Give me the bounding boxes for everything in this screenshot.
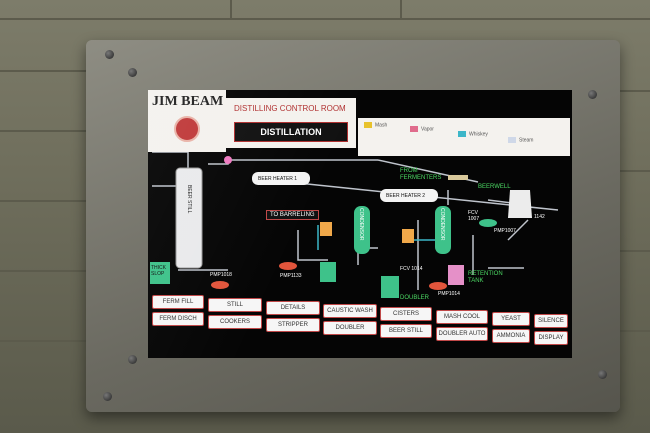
pmp1018-label: PMP1018 — [210, 272, 232, 278]
wall-mortar — [0, 18, 650, 20]
pmp1007-label: PMP1007 — [494, 228, 516, 234]
screen-title: DISTILLATION — [234, 122, 348, 142]
bezel-bolt — [128, 68, 137, 77]
wall-mortar — [400, 0, 402, 18]
nav-yeast-button[interactable]: YEAST — [492, 312, 530, 326]
brand-name: JIM BEAM — [152, 94, 224, 109]
legend-swatch — [508, 137, 516, 143]
wall-mortar — [0, 70, 90, 72]
bezel-bolt — [588, 90, 597, 99]
nav-details-button[interactable]: DETAILS — [266, 301, 320, 315]
fermenter-feed — [448, 175, 468, 180]
nav-mash-cool-button[interactable]: MASH COOL — [436, 310, 488, 324]
from-fermenters-label: FROM FERMENTERS — [400, 168, 442, 181]
retention-tank-shape — [448, 265, 464, 285]
wall-mortar — [0, 270, 88, 272]
wall-mortar — [230, 0, 232, 18]
lt1142-label: 1142 — [534, 214, 545, 220]
legend: Mash Vapor Whiskey Steam — [358, 118, 570, 156]
nav-ferm-fill-button[interactable]: FERM FILL — [152, 295, 204, 309]
nav-silence-button[interactable]: SILENCE — [534, 314, 568, 328]
wall-mortar — [600, 250, 650, 252]
fcv1007-label: FCV 1007 — [468, 210, 480, 222]
nav-doubler-auto-button[interactable]: DOUBLER AUTO — [436, 327, 488, 341]
pipe — [507, 219, 529, 241]
legend-item-whiskey: Whiskey — [458, 131, 488, 137]
bezel-bolt — [598, 370, 607, 379]
pipe — [297, 230, 328, 261]
bezel-bolt — [128, 355, 137, 364]
condensor-2-shell — [435, 206, 451, 254]
nav-still-button[interactable]: STILL — [208, 298, 262, 312]
pump-pmp1007 — [479, 219, 497, 227]
bezel-bolt — [103, 392, 112, 401]
hmi-screen: JIM BEAM DISTILLING CONTROL ROOM DISTILL… — [148, 90, 572, 358]
pump-pmp1014 — [429, 282, 447, 290]
nav-cisters-button[interactable]: CISTERS — [380, 307, 432, 321]
brand-seal — [174, 116, 200, 142]
pmp1014-label: PMP1014 — [438, 291, 460, 297]
vapor-node — [224, 156, 232, 164]
beer-still-label: BEER STILL — [186, 185, 192, 214]
tank-green-1 — [320, 262, 336, 282]
beer-still-column — [175, 167, 203, 269]
beer-heater-1-shell — [252, 172, 310, 185]
receiver-2 — [402, 229, 414, 243]
legend-label: Mash — [375, 122, 388, 129]
pmp1133-label: PMP1133 — [280, 273, 302, 279]
wall-mortar — [600, 330, 650, 332]
pump-pmp1133 — [279, 262, 297, 270]
pipe — [152, 151, 189, 170]
brand-logo: JIM BEAM — [148, 90, 226, 152]
legend-label: Steam — [519, 137, 534, 144]
legend-item-mash: Mash — [364, 122, 387, 128]
doubler-label: DOUBLER — [400, 295, 430, 301]
room-title: DISTILLING CONTROL ROOM — [234, 104, 346, 113]
wall-mortar — [0, 200, 88, 202]
legend-swatch — [364, 122, 372, 128]
wall-mortar — [0, 340, 88, 342]
legend-swatch — [458, 131, 466, 137]
bezel-bolt — [105, 50, 114, 59]
wall-mortar — [600, 90, 650, 92]
nav-display-button[interactable]: DISPLAY — [534, 331, 568, 345]
beer-heater-2-shell — [380, 189, 438, 202]
pipe — [208, 159, 378, 165]
nav-cookers-button[interactable]: COOKERS — [208, 315, 262, 329]
nav-beer-still-button[interactable]: BEER STILL — [380, 324, 432, 338]
thick-slop-label: THICK SLOP — [151, 265, 166, 277]
legend-item-vapor: Vapor — [410, 126, 434, 132]
beer-heater-1-label: BEER HEATER 1 — [258, 176, 298, 182]
title-panel: DISTILLING CONTROL ROOM DISTILLATION — [226, 98, 356, 148]
legend-item-steam: Steam — [508, 137, 533, 143]
nav-caustic-wash-button[interactable]: CAUSTIC WASH — [323, 304, 377, 318]
wall-mortar — [600, 170, 650, 172]
legend-label: Whiskey — [469, 131, 488, 138]
nav-stripper-button[interactable]: STRIPPER — [266, 318, 320, 332]
receiver-1 — [320, 222, 332, 236]
retention-tank-label: RETENTION TANK — [468, 271, 503, 284]
condensor-1-label: CONDENSOR — [358, 208, 364, 241]
doubler-tank — [381, 276, 399, 298]
wall-mortar — [0, 130, 88, 132]
condensor-1-shell — [354, 206, 370, 254]
nav-ammonia-button[interactable]: AMMONIA — [492, 329, 530, 343]
nav-ferm-disch-button[interactable]: FERM DISCH — [152, 312, 204, 326]
legend-label: Vapor — [421, 126, 434, 133]
condensor-2-label: CONDENSOR — [439, 208, 445, 241]
process-diagram — [150, 151, 559, 298]
beerwell-tank — [508, 190, 532, 218]
nav-doubler-button[interactable]: DOUBLER — [323, 321, 377, 335]
to-barreling-label: TO BARRELING — [266, 210, 319, 220]
beer-heater-2-label: BEER HEATER 2 — [386, 193, 426, 199]
legend-swatch — [410, 126, 418, 132]
fcv1014-label: FCV 1014 — [400, 266, 423, 272]
pump-pmp1018 — [211, 281, 229, 289]
thick-slop-tank — [150, 262, 170, 284]
beerwell-label: BEERWELL — [478, 184, 511, 190]
